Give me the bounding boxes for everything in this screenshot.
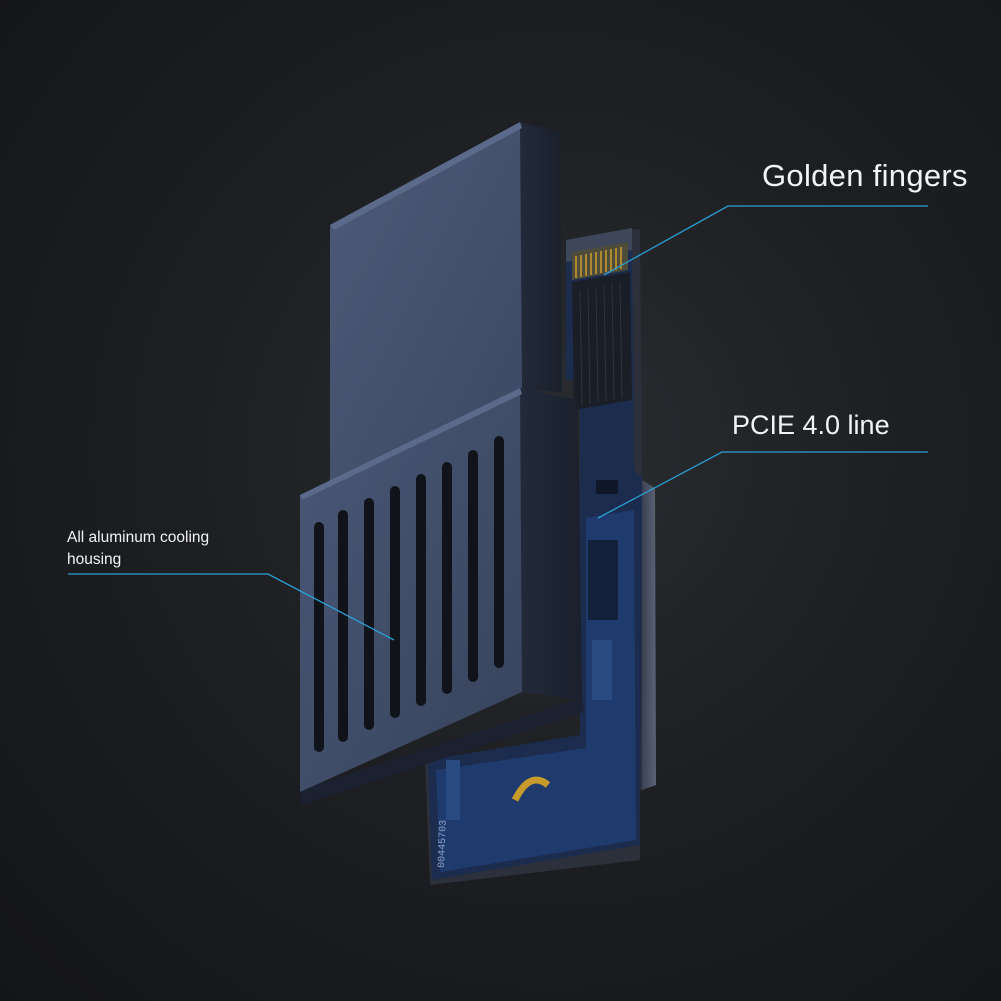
- pcb-serial-text: 00445703: [437, 820, 450, 868]
- pcie-line-label: PCIE 4.0 line: [732, 410, 890, 440]
- cooling-housing: [300, 122, 584, 805]
- pcie-callout-line: [597, 451, 928, 519]
- cooling-housing-label: All aluminum cooling housing: [67, 529, 210, 568]
- cooling-callout-line: [68, 573, 395, 641]
- svg-text:00445703: 00445703: [437, 820, 450, 868]
- golden-fingers-connector: [566, 228, 632, 410]
- golden-fingers-callout-line: [603, 205, 928, 276]
- golden-fingers-label: Golden fingers: [762, 158, 968, 193]
- cooling-slots: [314, 436, 504, 752]
